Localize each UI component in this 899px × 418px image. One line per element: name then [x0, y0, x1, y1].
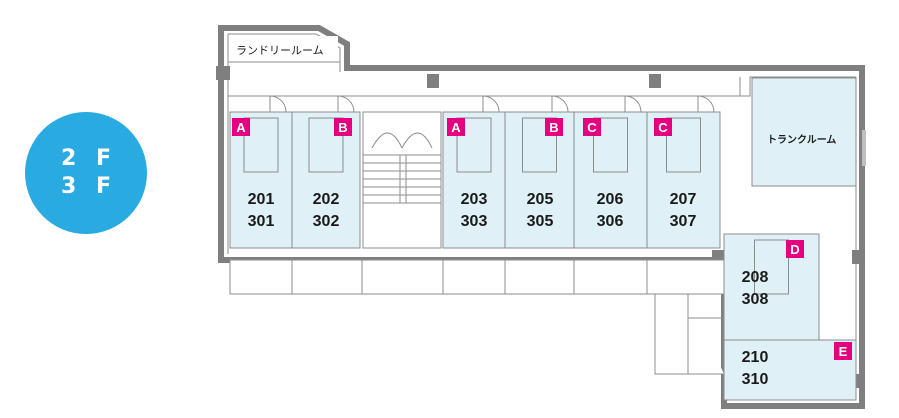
door-icon — [337, 95, 355, 113]
room-type-letter: C — [658, 120, 668, 135]
room-type-tag — [545, 118, 563, 136]
room-208: D 208 308 — [723, 233, 820, 341]
room-number-3f: 305 — [527, 213, 554, 230]
laundry-room — [230, 36, 338, 60]
door-icon — [697, 95, 715, 113]
room-type-tag — [786, 240, 804, 258]
room-number-2f: 205 — [527, 191, 554, 208]
stairwell — [362, 111, 442, 249]
room-type-letter: B — [338, 120, 347, 135]
bed-outline — [243, 117, 279, 173]
room-type-tag — [232, 118, 250, 136]
room-210: E 210 310 — [723, 339, 857, 401]
room-type-tag — [834, 342, 852, 360]
door-icon — [482, 95, 500, 113]
trunk-window — [862, 130, 866, 166]
room-number-3f: 306 — [597, 213, 624, 230]
room-number-3f: 302 — [313, 213, 340, 230]
room-type-letter: A — [236, 120, 246, 135]
room-type-letter: A — [451, 120, 461, 135]
floor-badge: 2 F 3 F — [25, 112, 147, 234]
bed-outline — [666, 117, 701, 173]
columns — [216, 66, 864, 388]
room-number-2f: 208 — [742, 269, 769, 286]
door-icon — [269, 95, 287, 113]
room-number-3f: 310 — [742, 371, 769, 388]
room-type-tag — [334, 118, 352, 136]
door-icon — [551, 95, 569, 113]
bed-outline — [308, 117, 344, 173]
door-icon — [624, 95, 642, 113]
room-203: A 203 303 — [442, 95, 506, 249]
laundry-room-label: ランドリールーム — [236, 44, 324, 57]
room-type-letter: D — [790, 242, 799, 257]
room-number-3f: 308 — [742, 291, 769, 308]
room-202: B 202 302 — [291, 95, 361, 249]
room-number-2f: 207 — [670, 191, 697, 208]
bed-outline — [456, 117, 492, 173]
room-type-tag — [583, 118, 601, 136]
bed-outline — [593, 117, 628, 173]
room-number-3f: 301 — [248, 213, 275, 230]
room-type-tag — [654, 118, 672, 136]
floor-label-3f: 3 F — [61, 174, 117, 199]
rooms-layer: A 201 301 B 202 302 A 203 303 B 205 305 C 206 306 C 207 3… — [229, 95, 857, 401]
trunk-room-label: トランクルーム — [767, 134, 836, 146]
room-number-2f: 203 — [461, 191, 488, 208]
room-type-letter: E — [839, 344, 848, 359]
room-201: A 201 301 — [229, 95, 293, 249]
room-number-2f: 201 — [248, 191, 275, 208]
room-type-letter: C — [587, 120, 597, 135]
room-number-2f: 206 — [597, 191, 624, 208]
room-cell — [723, 233, 820, 341]
room-type-tag — [447, 118, 465, 136]
room-number-3f: 307 — [670, 213, 697, 230]
bed-outline — [754, 239, 789, 295]
room-205: B 205 305 — [504, 95, 575, 249]
room-206: C 206 306 — [573, 95, 648, 249]
room-number-3f: 303 — [461, 213, 488, 230]
room-type-letter: B — [549, 120, 558, 135]
room-number-2f: 202 — [313, 191, 340, 208]
trunk-room — [751, 77, 857, 187]
balcony-strip — [229, 259, 725, 375]
floor-label-2f: 2 F — [61, 146, 117, 171]
room-207: C 207 307 — [646, 95, 721, 249]
bed-outline — [522, 117, 557, 173]
room-number-2f: 210 — [742, 349, 769, 366]
